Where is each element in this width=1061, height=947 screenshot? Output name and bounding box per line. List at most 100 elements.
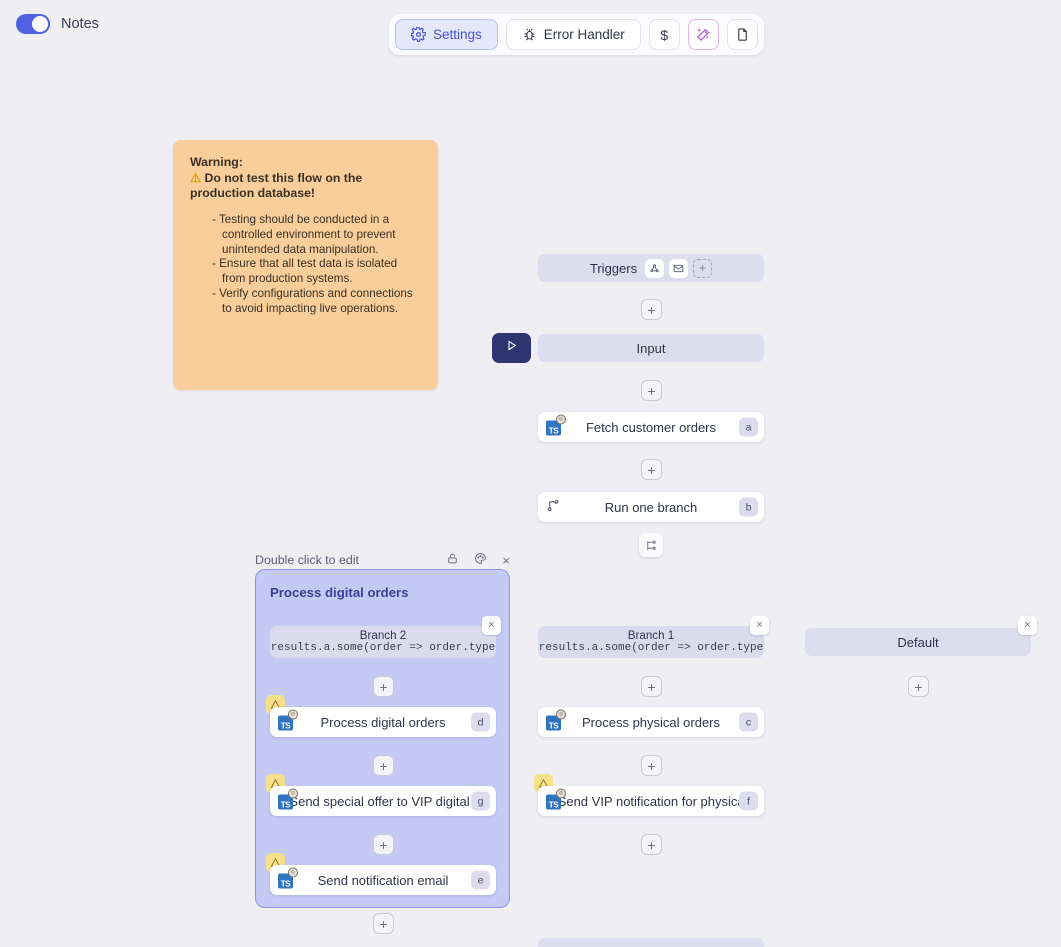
- plus-icon: +: [647, 301, 656, 318]
- node-icon-wrap: TS☺: [278, 709, 298, 731]
- node-label: Process digital orders: [320, 714, 446, 730]
- notes-toggle-group: Notes: [16, 14, 99, 34]
- typescript-icon: TS☺: [278, 788, 298, 810]
- plus-icon: +: [379, 678, 388, 695]
- branch-node-2[interactable]: Branch 2 results.a.some(order => order.t…: [270, 626, 496, 658]
- add-step-button[interactable]: +: [641, 459, 662, 480]
- error-handler-button[interactable]: Error Handler: [505, 19, 641, 50]
- note-warning-line: ⚠ Do not test this flow on the productio…: [190, 171, 421, 202]
- typescript-icon: TS☺: [546, 414, 566, 436]
- node-send-special-offer-vip[interactable]: TS☺ Send special offer to VIP digital c.…: [270, 786, 496, 816]
- trigger-icons: +: [645, 258, 713, 278]
- node-send-vip-notification-physical[interactable]: TS☺ Send VIP notification for physical..…: [538, 786, 764, 816]
- lock-icon[interactable]: [446, 552, 459, 568]
- branch-node-default[interactable]: Default: [805, 628, 1031, 656]
- settings-button-label: Settings: [433, 27, 482, 42]
- branch-icon: [546, 498, 561, 516]
- plus-icon: +: [647, 678, 656, 695]
- docs-button[interactable]: [726, 19, 758, 50]
- plus-icon: +: [647, 836, 656, 853]
- node-badge: a: [739, 417, 758, 437]
- input-node[interactable]: Input: [538, 334, 764, 362]
- node-fetch-customer-orders[interactable]: TS☺ Fetch customer orders a: [538, 412, 764, 442]
- plus-icon: +: [647, 382, 656, 399]
- list-item: Testing should be conducted in a control…: [212, 213, 421, 257]
- merge-node[interactable]: [538, 938, 764, 947]
- branch-node-1[interactable]: Branch 1 results.a.some(order => order.t…: [538, 626, 764, 658]
- group-header-icons: ×: [446, 552, 510, 568]
- node-label: Send VIP notification for physical...: [557, 793, 759, 809]
- plus-icon: +: [647, 757, 656, 774]
- add-step-button[interactable]: +: [641, 380, 662, 401]
- add-step-button[interactable]: +: [373, 755, 394, 776]
- run-flow-button[interactable]: [492, 333, 531, 363]
- email-icon[interactable]: [669, 258, 689, 278]
- plus-icon: +: [379, 915, 388, 932]
- gear-icon: [411, 27, 426, 42]
- webhook-icon[interactable]: [645, 258, 665, 278]
- bug-icon: [522, 27, 537, 42]
- branch-condition: results.a.some(order => order.type: [270, 641, 496, 654]
- close-icon: ×: [756, 619, 763, 631]
- add-step-button[interactable]: +: [373, 676, 394, 697]
- node-badge: c: [739, 712, 758, 732]
- node-icon-wrap: TS☺: [278, 867, 298, 889]
- node-label: Fetch customer orders: [585, 419, 717, 435]
- top-toolbar: Settings Error Handler $: [389, 14, 764, 55]
- add-step-button[interactable]: +: [373, 834, 394, 855]
- node-process-physical-orders[interactable]: TS☺ Process physical orders c: [538, 707, 764, 737]
- notes-toggle[interactable]: [16, 14, 50, 34]
- ai-assist-button[interactable]: [687, 19, 719, 50]
- error-handler-button-label: Error Handler: [543, 27, 625, 42]
- node-icon-wrap: TS☺: [546, 414, 566, 436]
- node-label: Send notification email: [317, 872, 449, 888]
- node-badge: e: [471, 870, 490, 890]
- node-badge: g: [471, 791, 490, 811]
- node-icon-wrap: TS☺: [546, 788, 566, 810]
- add-step-button[interactable]: +: [641, 755, 662, 776]
- typescript-icon: TS☺: [546, 709, 566, 731]
- branch-split-icon[interactable]: [639, 533, 663, 557]
- notes-label: Notes: [61, 16, 99, 32]
- remove-branch-button[interactable]: ×: [482, 616, 501, 635]
- node-send-notification-email[interactable]: TS☺ Send notification email e: [270, 865, 496, 895]
- remove-branch-button[interactable]: ×: [750, 616, 769, 635]
- triggers-label: Triggers: [589, 260, 638, 276]
- settings-button[interactable]: Settings: [395, 19, 498, 50]
- node-process-digital-orders[interactable]: TS☺ Process digital orders d: [270, 707, 496, 737]
- plus-icon: +: [379, 757, 388, 774]
- toggle-knob: [32, 16, 48, 32]
- plus-icon: +: [379, 836, 388, 853]
- warning-emoji-icon: ⚠: [190, 170, 202, 185]
- plus-icon: +: [914, 678, 923, 695]
- close-icon[interactable]: ×: [502, 552, 510, 568]
- palette-icon[interactable]: [474, 552, 487, 568]
- typescript-icon: TS☺: [278, 867, 298, 889]
- add-step-button[interactable]: +: [373, 913, 394, 934]
- node-icon-wrap: TS☺: [546, 709, 566, 731]
- plus-icon: +: [647, 461, 656, 478]
- warning-note-card[interactable]: Warning: ⚠ Do not test this flow on the …: [173, 140, 438, 390]
- branch-title: Branch 1: [627, 628, 675, 642]
- typescript-icon: TS☺: [546, 788, 566, 810]
- node-label: Send special offer to VIP digital c...: [289, 793, 491, 809]
- add-step-button[interactable]: +: [908, 676, 929, 697]
- group-container[interactable]: [255, 569, 510, 908]
- close-icon: ×: [488, 619, 495, 631]
- node-icon-wrap: TS☺: [278, 788, 298, 810]
- group-header: Double click to edit ×: [255, 552, 510, 568]
- list-item: Verify configurations and connections to…: [212, 287, 421, 316]
- remove-branch-button[interactable]: ×: [1018, 616, 1037, 635]
- add-trigger-icon[interactable]: +: [693, 258, 713, 278]
- add-step-button[interactable]: +: [641, 299, 662, 320]
- add-step-button[interactable]: +: [641, 834, 662, 855]
- add-step-button[interactable]: +: [641, 676, 662, 697]
- node-icon-wrap: [546, 498, 561, 516]
- node-badge: b: [739, 497, 758, 517]
- node-label: Process physical orders: [582, 714, 720, 730]
- node-label: Run one branch: [604, 499, 698, 515]
- cost-button[interactable]: $: [648, 19, 680, 50]
- node-run-one-branch[interactable]: Run one branch b: [538, 492, 764, 522]
- triggers-node[interactable]: Triggers +: [538, 254, 764, 282]
